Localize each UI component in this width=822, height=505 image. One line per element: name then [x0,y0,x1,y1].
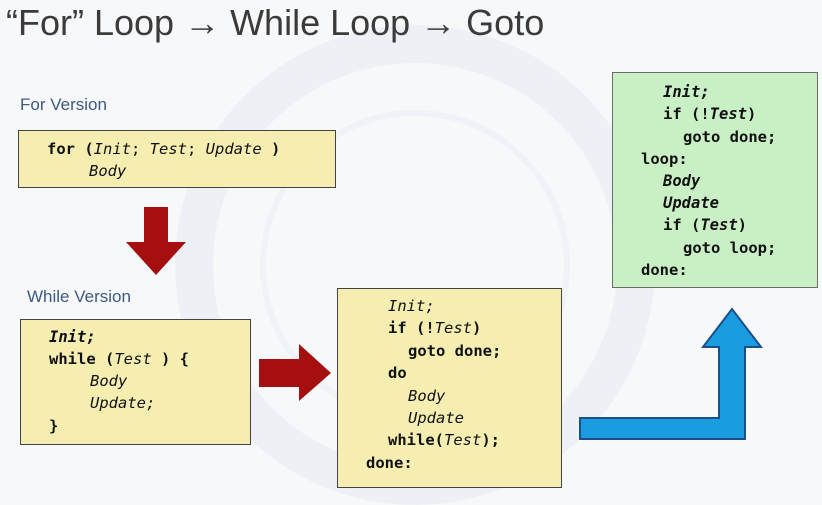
code-token: Body [408,387,446,405]
code-token: ; [131,140,150,158]
do-while-goto-code-box: Init; if (!Test) goto done; do Body Upda… [337,288,562,488]
code-line: Body [663,170,700,192]
code-line: goto done; [408,340,501,362]
code-line: if (Test) [663,214,747,236]
for-version-code-box: for (Init; Test; Update ) Body [18,130,336,188]
code-line: Init; [388,295,435,317]
code-token: Test [149,140,187,158]
code-line: goto done; [683,126,776,148]
code-token: Init [93,140,131,158]
code-line: Update; [90,392,155,414]
code-token: for ( [47,140,94,158]
code-token: } [49,417,59,435]
code-token: done: [641,261,688,279]
code-line: Body [89,160,126,182]
code-token: ) { [151,350,189,368]
code-token: ) [747,105,757,123]
code-token: ; [187,140,206,158]
code-line: goto loop; [683,237,776,259]
code-token: ) [261,140,281,158]
code-token: do [388,364,407,382]
code-token: Body [89,162,127,180]
code-token: Test [700,216,738,234]
code-line: done: [641,259,688,281]
code-token: Body [663,172,701,190]
while-version-label: While Version [27,287,131,306]
code-token: if (! [663,105,710,123]
code-line: if (!Test) [663,103,756,125]
code-line: while (Test ) { [49,348,189,370]
code-token: Test [444,431,482,449]
code-line: loop: [641,148,688,170]
code-token: loop: [641,150,688,168]
arrow-down-icon [126,207,186,275]
code-line: do [388,362,407,384]
code-token: goto done; [683,128,777,146]
code-token: if ( [663,216,701,234]
code-line: Update [663,192,719,214]
code-token: Update [663,194,719,212]
code-token: Init; [49,328,96,346]
code-line: while(Test); [388,429,500,451]
code-token: Init; [663,83,710,101]
code-token: Test [114,350,152,368]
for-version-label: For Version [20,95,107,114]
code-line: } [49,415,58,437]
goto-version-code-box: Init; if (!Test) goto done; loop: Body U… [612,72,818,288]
code-token: ) [472,319,482,337]
code-token: Update [408,409,464,427]
code-token: done: [366,454,413,472]
code-token: Update; [90,394,156,412]
code-line: Body [90,370,127,392]
code-token: Init; [388,297,435,315]
code-token: Update [205,140,262,158]
code-token: ); [481,431,500,449]
code-line: Init; [663,81,710,103]
code-line: done: [366,452,413,474]
code-token: ) [737,216,747,234]
code-line: Init; [49,326,96,348]
code-token: Test [434,319,472,337]
code-line: for (Init; Test; Update ) [47,138,280,160]
code-token: goto done; [408,342,502,360]
code-line: Update [408,407,464,429]
code-line: Body [408,385,445,407]
code-token: if (! [388,319,435,337]
code-token: while( [388,431,444,449]
code-token: goto loop; [683,239,777,257]
code-token: Test [709,105,747,123]
code-line: if (!Test) [388,317,481,339]
slide-title: “For” Loop → While Loop → Goto [6,2,545,43]
while-version-code-box: Init; while (Test ) { Body Update; } [20,319,251,445]
code-token: Body [90,372,128,390]
arrow-bend-up-icon [579,307,764,440]
arrow-right-icon [259,344,331,401]
code-token: while ( [49,350,115,368]
